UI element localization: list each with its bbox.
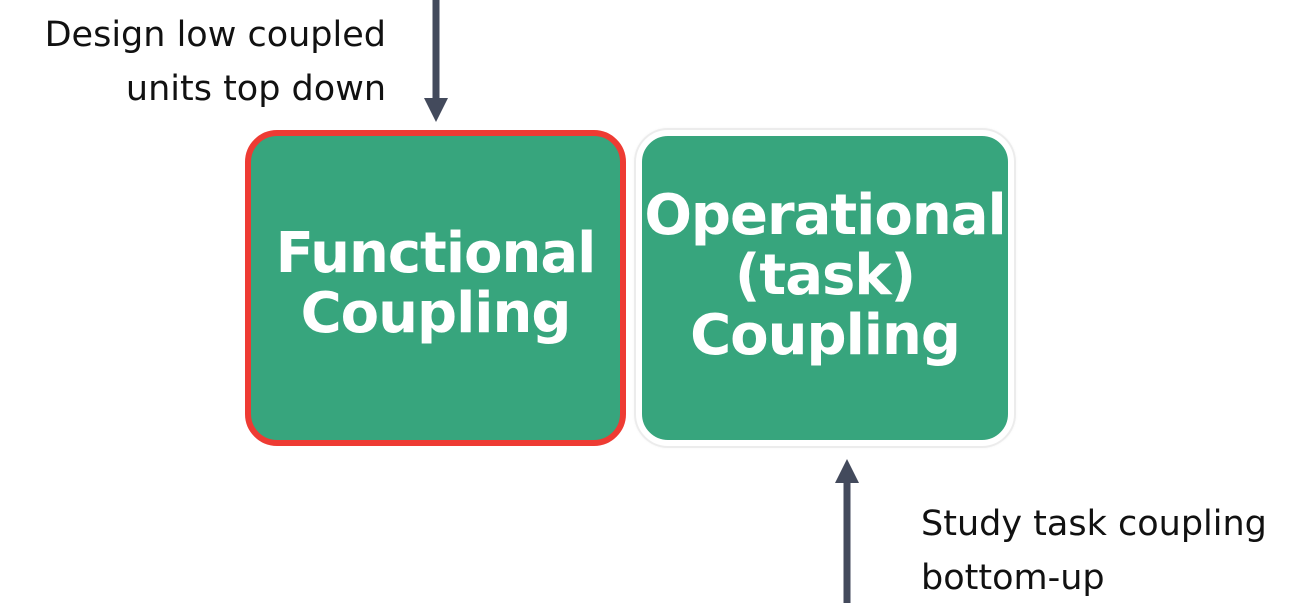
top-annotation: Design low coupled units top down <box>45 8 386 116</box>
functional-coupling-box: Functional Coupling <box>245 130 626 446</box>
operational-coupling-box: Operational (task) Coupling <box>636 130 1014 446</box>
operational-box-line-2: (task) <box>734 243 916 308</box>
operational-box-line-1: Operational <box>644 183 1006 248</box>
up-arrow-to-operational <box>835 459 859 603</box>
down-arrow-head <box>424 98 448 122</box>
down-arrow-to-functional <box>424 0 448 122</box>
operational-box-line-3: Coupling <box>690 303 961 368</box>
bottom-annotation-line-2: bottom-up <box>921 558 1105 598</box>
top-annotation-line-1: Design low coupled <box>44 15 386 55</box>
functional-box-line-2: Coupling <box>300 281 572 346</box>
top-annotation-line-2: units top down <box>125 69 386 109</box>
functional-box-line-1: Functional <box>275 221 597 286</box>
bottom-annotation: Study task coupling bottom-up <box>921 497 1267 605</box>
bottom-annotation-line-1: Study task coupling <box>921 504 1267 544</box>
up-arrow-head <box>835 459 859 483</box>
